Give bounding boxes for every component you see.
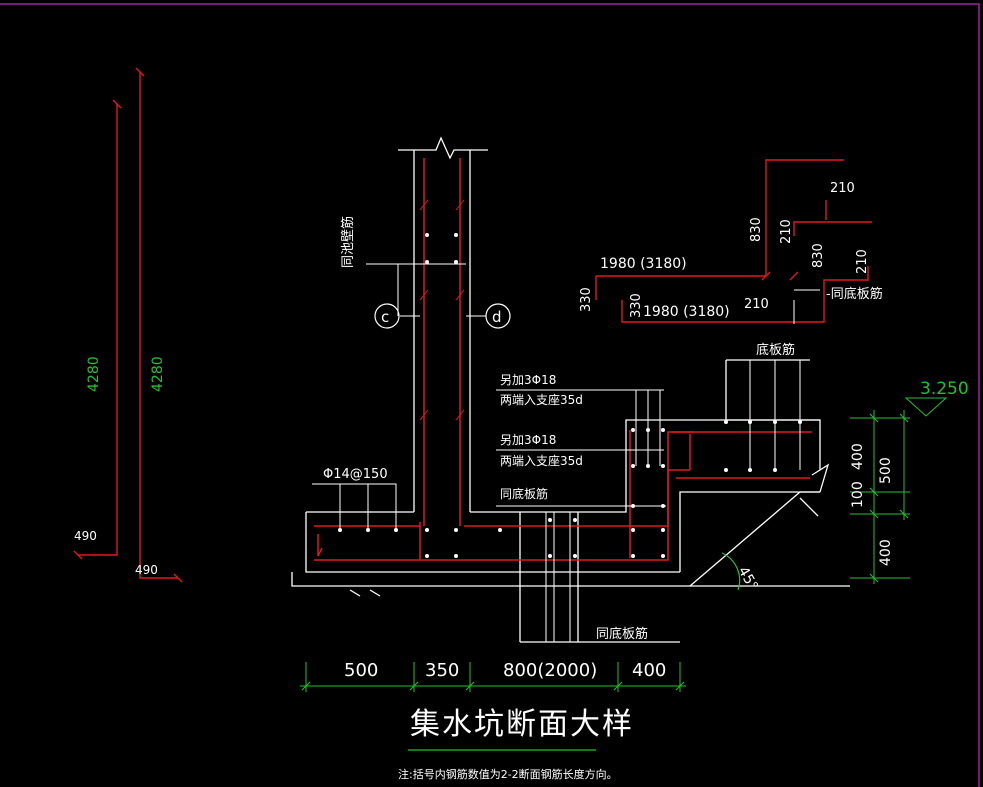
bottom-dim-4: 400 xyxy=(632,660,666,681)
concrete-outline xyxy=(291,136,850,643)
svg-text:d: d xyxy=(492,308,502,326)
slab-rebar-label: 底板筋 xyxy=(756,342,795,358)
elevation-label: 3.250 xyxy=(920,379,969,399)
same-slab-label-1: 同底板筋 xyxy=(500,486,548,501)
section-marker-c: c xyxy=(374,303,400,329)
bottom-dim-1: 500 xyxy=(344,660,378,681)
svg-text:c: c xyxy=(381,308,389,326)
right-dim-c: 100 xyxy=(850,481,866,508)
bar-dim-v1: 330 xyxy=(579,287,594,312)
bar-dim-s1: 210 xyxy=(830,181,855,196)
left-bar-length-a: 4280 xyxy=(86,356,102,392)
same-slab-label-2: 同底板筋 xyxy=(596,626,648,642)
add-bars-label-2: 另加3Φ18 xyxy=(500,433,556,447)
bar-dim-s4: 210 xyxy=(744,297,769,312)
drawing-title: 集水坑断面大样 xyxy=(410,707,634,742)
elevation-symbol xyxy=(904,397,948,417)
left-bar-length-b: 4280 xyxy=(150,356,166,392)
bar-dim-v3: 830 xyxy=(749,217,764,242)
same-slab-label-3: -同底板筋 xyxy=(826,286,883,302)
wall-break-line xyxy=(398,136,488,160)
bar-dim-s3: 210 xyxy=(855,249,870,274)
bar-shape-lower xyxy=(621,266,869,323)
left-bar-details xyxy=(73,67,183,583)
bar-long-b xyxy=(78,104,118,556)
bent-bar-shapes xyxy=(595,159,872,323)
wall-rebar-label: 同池壁筋 xyxy=(340,216,356,268)
leader-lines xyxy=(312,263,801,642)
bar-long-a xyxy=(139,72,178,579)
bar-dim-h1: 1980 (3180) xyxy=(600,256,687,272)
anchor-label-1: 两端入支座35d xyxy=(500,392,583,407)
bar-shape-upper xyxy=(595,159,844,300)
bottom-dimension-lines xyxy=(300,662,686,692)
bottom-dim-2: 350 xyxy=(425,660,459,681)
add-bars-label-1: 另加3Φ18 xyxy=(500,373,556,387)
bar-dim-v2: 330 xyxy=(629,293,644,318)
right-dimension-lines xyxy=(850,397,948,584)
drawing-frame xyxy=(0,3,980,787)
right-dim-a: 400 xyxy=(850,443,866,470)
bottom-bar-label: Φ14@150 xyxy=(323,467,388,482)
right-dim-d: 400 xyxy=(878,539,894,566)
bar-dim-s2: 210 xyxy=(779,219,794,244)
left-bar-hook-b: 490 xyxy=(135,563,158,577)
section-marker-d: d xyxy=(485,303,511,329)
anchor-label-2: 两端入支座35d xyxy=(500,453,583,468)
bar-dim-h2: 1980 (3180) xyxy=(643,304,730,320)
bar-dim-v4: 830 xyxy=(811,243,826,268)
main-rebar xyxy=(314,158,812,561)
right-dim-b: 500 xyxy=(878,457,894,484)
drawing-note: 注:括号内钢筋数值为2-2断面钢筋长度方向。 xyxy=(398,767,618,781)
left-bar-hook-a: 490 xyxy=(74,529,97,543)
bottom-dim-3: 800(2000) xyxy=(503,660,597,681)
rebar-dots xyxy=(338,233,802,558)
angle-arc xyxy=(721,552,741,591)
